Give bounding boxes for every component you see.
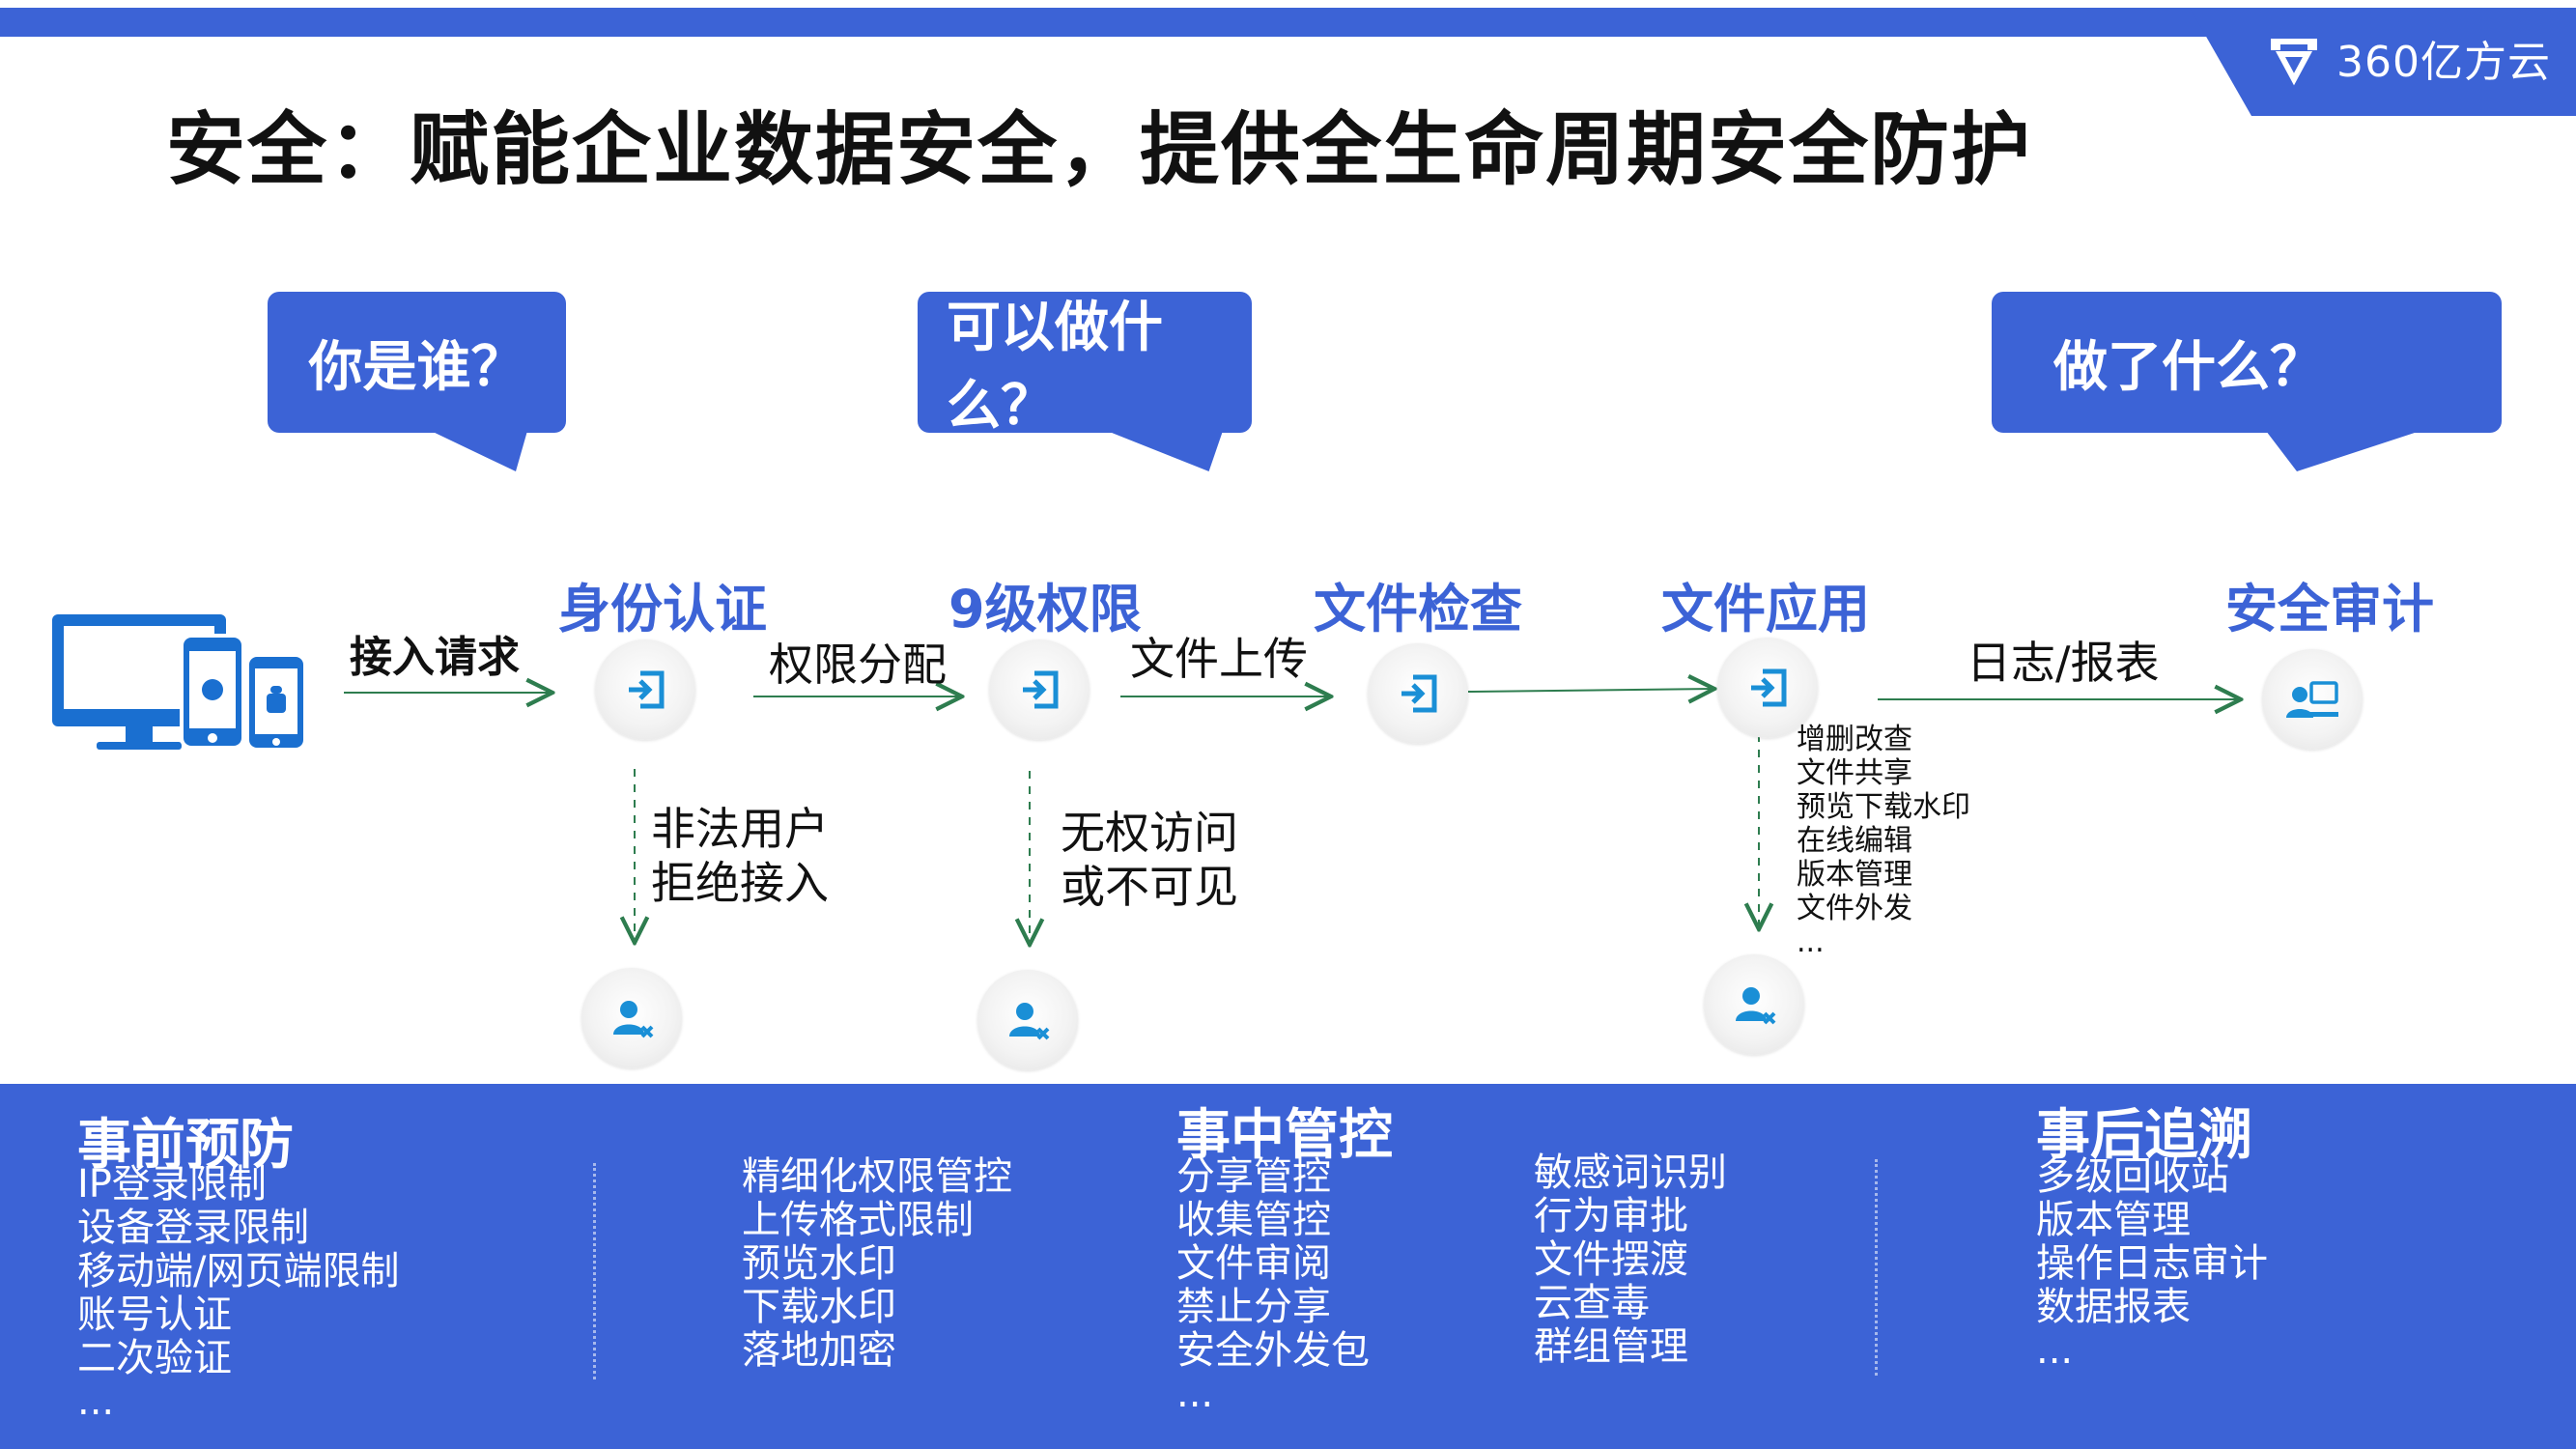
login-arrow-icon bbox=[1401, 674, 1437, 713]
list-item: 文件审阅 bbox=[1176, 1241, 1331, 1286]
stage-title-audit: 安全审计 bbox=[2225, 579, 2434, 639]
stage-title-identity: 身份认证 bbox=[558, 579, 767, 639]
list-item: 二次验证 bbox=[77, 1336, 232, 1380]
devices-icon bbox=[52, 614, 307, 752]
list-item: 敏感词识别 bbox=[1534, 1151, 1727, 1195]
operation-item: ... bbox=[1797, 925, 1825, 959]
panel-list-pre-col2: 精细化权限管控 上传格式限制 预览水印 下载水印 落地加密 bbox=[742, 1155, 1012, 1373]
question-label: 可以做什么？ bbox=[947, 297, 1163, 433]
list-item: IP登录限制 bbox=[77, 1162, 267, 1207]
label-access-request: 接入请求 bbox=[350, 633, 520, 682]
label-file-upload: 文件上传 bbox=[1130, 633, 1308, 685]
user-blocked-icon bbox=[1736, 987, 1776, 1025]
stage-node-application bbox=[1717, 638, 1818, 738]
list-item: ... bbox=[77, 1379, 115, 1424]
file-app-operations: 增删改查 文件共享 预览下载水印 在线编辑 版本管理 文件外发 ... bbox=[1797, 723, 1970, 959]
arrow-inspect bbox=[1467, 689, 1714, 692]
list-item: 上传格式限制 bbox=[742, 1198, 974, 1242]
stage-node-inspection bbox=[1368, 643, 1468, 744]
brand-tab bbox=[2190, 8, 2576, 116]
list-item: 账号认证 bbox=[77, 1293, 232, 1337]
list-item: 收集管控 bbox=[1176, 1198, 1331, 1242]
label-permission-assign: 权限分配 bbox=[769, 639, 947, 691]
list-item: 设备登录限制 bbox=[77, 1206, 309, 1250]
list-item: 多级回收站 bbox=[2036, 1154, 2229, 1199]
list-item: 群组管理 bbox=[1534, 1324, 1688, 1369]
reject-node-permission bbox=[977, 970, 1078, 1070]
panel-divider bbox=[593, 1163, 596, 1379]
list-item: 移动端/网页端限制 bbox=[77, 1249, 400, 1293]
list-item: 禁止分享 bbox=[1176, 1285, 1331, 1329]
reject-line: 非法用户 bbox=[651, 803, 829, 855]
stage-title-inspection: 文件检查 bbox=[1314, 579, 1522, 639]
stage-title-application: 文件应用 bbox=[1661, 579, 1870, 639]
reject-text-permission: 无权访问 或不可见 bbox=[1061, 806, 1238, 914]
operation-item: 预览下载水印 bbox=[1797, 790, 1970, 824]
reject-line: 拒绝接入 bbox=[651, 857, 829, 909]
list-item: 行为审批 bbox=[1534, 1194, 1688, 1238]
panel-list-pre-col1: IP登录限制 设备登录限制 移动端/网页端限制 账号认证 二次验证 ... bbox=[77, 1163, 399, 1424]
brand-logo: 360亿方云 bbox=[2265, 27, 2551, 89]
list-item: 云查毒 bbox=[1534, 1281, 1650, 1325]
list-item: ... bbox=[2036, 1328, 2074, 1373]
operation-item: 版本管理 bbox=[1797, 858, 1912, 892]
stage-title-permission: 9级权限 bbox=[948, 579, 1142, 639]
panel-list-mid-col2: 敏感词识别 行为审批 文件摆渡 云查毒 群组管理 bbox=[1534, 1151, 1727, 1369]
stage-node-audit bbox=[2262, 649, 2363, 750]
list-item: 分享管控 bbox=[1176, 1154, 1331, 1199]
list-item: 数据报表 bbox=[2036, 1285, 2191, 1329]
panel-title-mid: 事中管控 bbox=[1176, 1104, 1393, 1167]
panel-divider bbox=[1875, 1159, 1878, 1376]
brand-shield-icon bbox=[2271, 39, 2318, 86]
top-accent-bar bbox=[0, 8, 2576, 37]
login-arrow-icon bbox=[1751, 668, 1787, 707]
list-item: 操作日志审计 bbox=[2036, 1241, 2268, 1286]
panel-list-mid-col1: 分享管控 收集管控 文件审阅 禁止分享 安全外发包 ... bbox=[1176, 1155, 1370, 1416]
brand-name: 360亿方云 bbox=[2336, 38, 2551, 87]
page-title: 安全：赋能企业数据安全，提供全生命周期安全防护 bbox=[166, 104, 2033, 196]
operation-item: 文件共享 bbox=[1797, 756, 1912, 790]
question-bubble-what: 可以做什么？ bbox=[918, 292, 1252, 433]
panel-title-pre: 事前预防 bbox=[77, 1114, 294, 1177]
list-item: 下载水印 bbox=[742, 1285, 896, 1329]
operation-item: 在线编辑 bbox=[1797, 824, 1912, 858]
panel-title-post: 事后追溯 bbox=[2036, 1104, 2252, 1167]
list-item: 版本管理 bbox=[2036, 1198, 2191, 1242]
user-blocked-icon bbox=[613, 1001, 654, 1038]
question-bubble-who: 你是谁？ bbox=[268, 292, 566, 433]
panel-list-post-col1: 多级回收站 版本管理 操作日志审计 数据报表 ... bbox=[2036, 1155, 2268, 1373]
operation-item: 增删改查 bbox=[1797, 723, 1912, 756]
list-item: 安全外发包 bbox=[1176, 1328, 1370, 1373]
login-arrow-icon bbox=[629, 670, 665, 709]
operation-item: 文件外发 bbox=[1797, 892, 1912, 925]
list-item: 文件摆渡 bbox=[1534, 1237, 1688, 1282]
list-item: ... bbox=[1176, 1372, 1214, 1416]
question-label: 做了什么？ bbox=[2053, 335, 2324, 399]
reject-line: 或不可见 bbox=[1061, 861, 1238, 913]
reject-node-identity bbox=[581, 968, 682, 1068]
list-item: 落地加密 bbox=[742, 1328, 896, 1373]
reject-text-identity: 非法用户 拒绝接入 bbox=[651, 802, 829, 910]
reject-node-application bbox=[1704, 954, 1804, 1055]
label-log-report: 日志/报表 bbox=[1967, 637, 2160, 689]
question-label: 你是谁？ bbox=[308, 335, 525, 399]
flow-arrows bbox=[344, 0, 2576, 1084]
user-computer-icon bbox=[2286, 681, 2338, 718]
reject-line: 无权访问 bbox=[1061, 807, 1238, 859]
list-item: 精细化权限管控 bbox=[742, 1154, 1012, 1199]
question-bubble-done: 做了什么？ bbox=[1992, 292, 2502, 433]
stage-node-permission bbox=[989, 639, 1090, 740]
lifecycle-panel bbox=[0, 1084, 2576, 1449]
stage-node-identity bbox=[595, 639, 695, 740]
list-item: 预览水印 bbox=[742, 1241, 896, 1286]
login-arrow-icon bbox=[1023, 670, 1059, 709]
user-blocked-icon bbox=[1009, 1003, 1050, 1040]
